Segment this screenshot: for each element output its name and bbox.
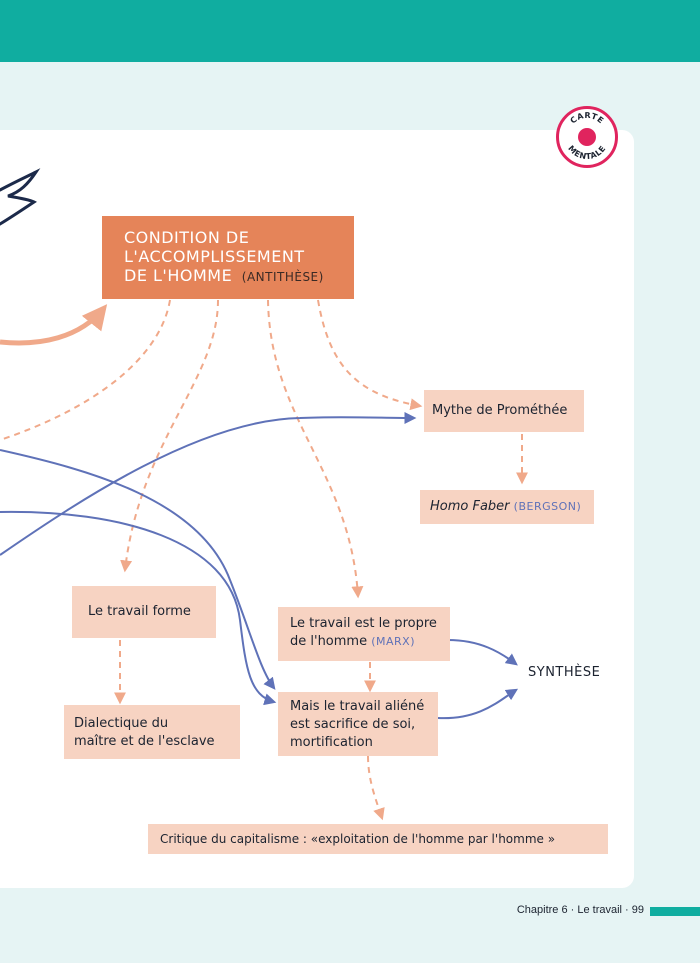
badge-dot [578,128,596,146]
node-critique-capitalisme: Critique du capitalisme : «exploitation … [148,824,608,854]
marx-ref: (MARX) [371,635,416,648]
dialectique-line-1: Dialectique du [74,716,169,731]
promethee-label: Mythe de Prométhée [432,403,568,418]
node-travail-forme: Le travail forme [72,586,216,638]
main-line-2: L'ACCOMPLISSEMENT [124,247,305,266]
node-travail-aliene: Mais le travail aliéné est sacrifice de … [278,692,438,756]
footer-bar [650,907,700,916]
aliene-line-3: mortification [290,735,373,750]
node-promethee: Mythe de Prométhée [424,390,584,432]
node-dialectique: Dialectique du maître et de l'esclave [64,705,240,759]
propre-line-2: de l'homme [290,634,368,649]
critique-label: Critique du capitalisme : «exploitation … [160,832,556,846]
badge-text-ring: CARTE MENTALE [566,111,607,161]
badge-top-text: CARTE [569,111,605,126]
badge-bottom-text: MENTALE [566,144,607,161]
footer-chapter: Chapitre 6 · Le travail · 99 [516,904,644,916]
svg-text:MENTALE: MENTALE [566,144,607,161]
propre-line-1: Le travail est le propre [290,616,437,631]
main-line-1: CONDITION DE [124,228,250,247]
main-line-3: DE L'HOMME [124,266,233,285]
aliene-line-1: Mais le travail aliéné [290,699,425,714]
travail-forme-label: Le travail forme [88,604,191,619]
aliene-line-2: est sacrifice de soi, [290,717,416,732]
synthese-label: SYNTHÈSE [528,665,601,680]
node-homo-faber: Homo Faber (BERGSON) [420,490,594,524]
node-propre-homme: Le travail est le propre de l'homme (MAR… [278,607,450,661]
homo-faber-label: Homo Faber [430,499,510,514]
antithese-tag: (ANTITHÈSE) [241,270,324,284]
top-band [0,0,700,62]
dialectique-line-2: maître et de l'esclave [74,734,215,749]
main-concept-box: CONDITION DE L'ACCOMPLISSEMENT DE L'HOMM… [102,216,354,299]
svg-text:CARTE: CARTE [569,111,606,126]
carte-mentale-badge: CARTE MENTALE [556,106,618,168]
bergson-ref: (BERGSON) [513,500,582,513]
